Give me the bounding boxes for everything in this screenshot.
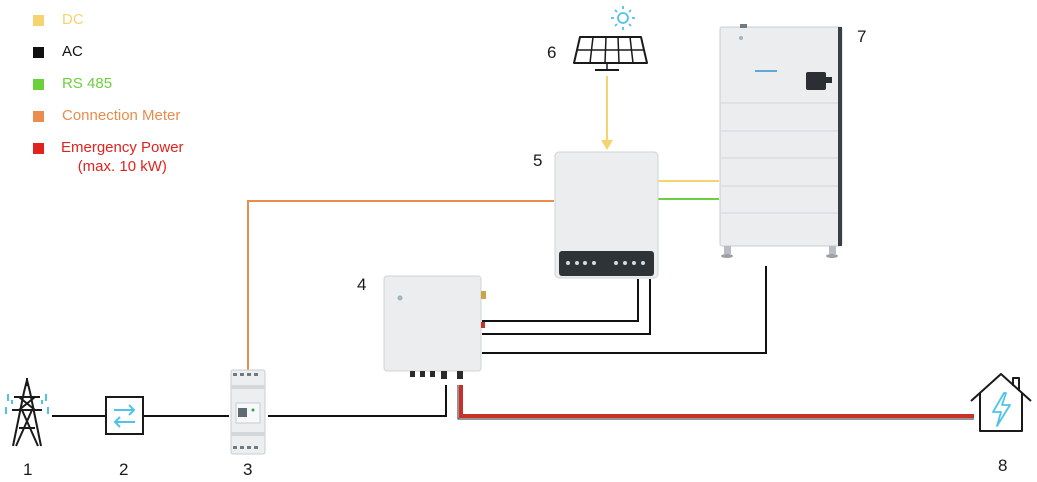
dc-arrowhead xyxy=(601,140,613,150)
legend-label-emergency-title: Emergency Power xyxy=(61,139,184,156)
legend-label-emergency-sub: (max. 10 kW) xyxy=(77,158,167,175)
battery-storage-device xyxy=(719,24,843,258)
wires xyxy=(52,76,974,420)
legend-swatch-meter xyxy=(33,111,44,122)
ac-wire-meter-backup xyxy=(268,385,447,417)
sun-icon xyxy=(611,6,635,30)
legend-label-emergency: Emergency Power (max. 10 kW) xyxy=(61,138,184,176)
label-solar: 6 xyxy=(547,43,557,62)
legend-swatch-ac xyxy=(33,47,44,58)
emergency-power-wire-shadow xyxy=(457,385,974,420)
solar-panel-icon xyxy=(573,36,648,71)
smart-meter-device xyxy=(230,369,266,455)
label-house: 8 xyxy=(998,456,1008,475)
legend-swatch-rs485 xyxy=(33,79,44,90)
legend-swatch-emergency xyxy=(33,143,44,154)
label-inverter: 5 xyxy=(533,151,543,170)
ac-wire-backup-inverter-1 xyxy=(482,279,639,322)
label-battery: 7 xyxy=(857,27,867,46)
inverter-device xyxy=(554,151,659,279)
ac-wire-backup-inverter-2 xyxy=(482,279,651,335)
emergency-power-wire xyxy=(459,385,974,418)
label-switch: 2 xyxy=(119,460,129,479)
legend-label-meter: Connection Meter xyxy=(62,107,181,124)
legend-label-dc: DC xyxy=(62,11,84,28)
house-icon xyxy=(970,373,1032,432)
legend-label-rs485: RS 485 xyxy=(62,75,113,92)
bidirectional-switch-icon xyxy=(105,396,144,435)
backup-box-device xyxy=(383,275,486,379)
legend-label-ac: AC xyxy=(62,43,83,60)
meter-connection-wire xyxy=(247,200,554,376)
label-grid: 1 xyxy=(23,460,33,479)
label-meter: 3 xyxy=(243,460,253,479)
power-pylon-icon xyxy=(5,378,49,447)
ac-wire-backup-battery xyxy=(482,266,767,354)
legend-swatch-dc xyxy=(33,15,44,26)
label-backup-box: 4 xyxy=(357,275,367,294)
